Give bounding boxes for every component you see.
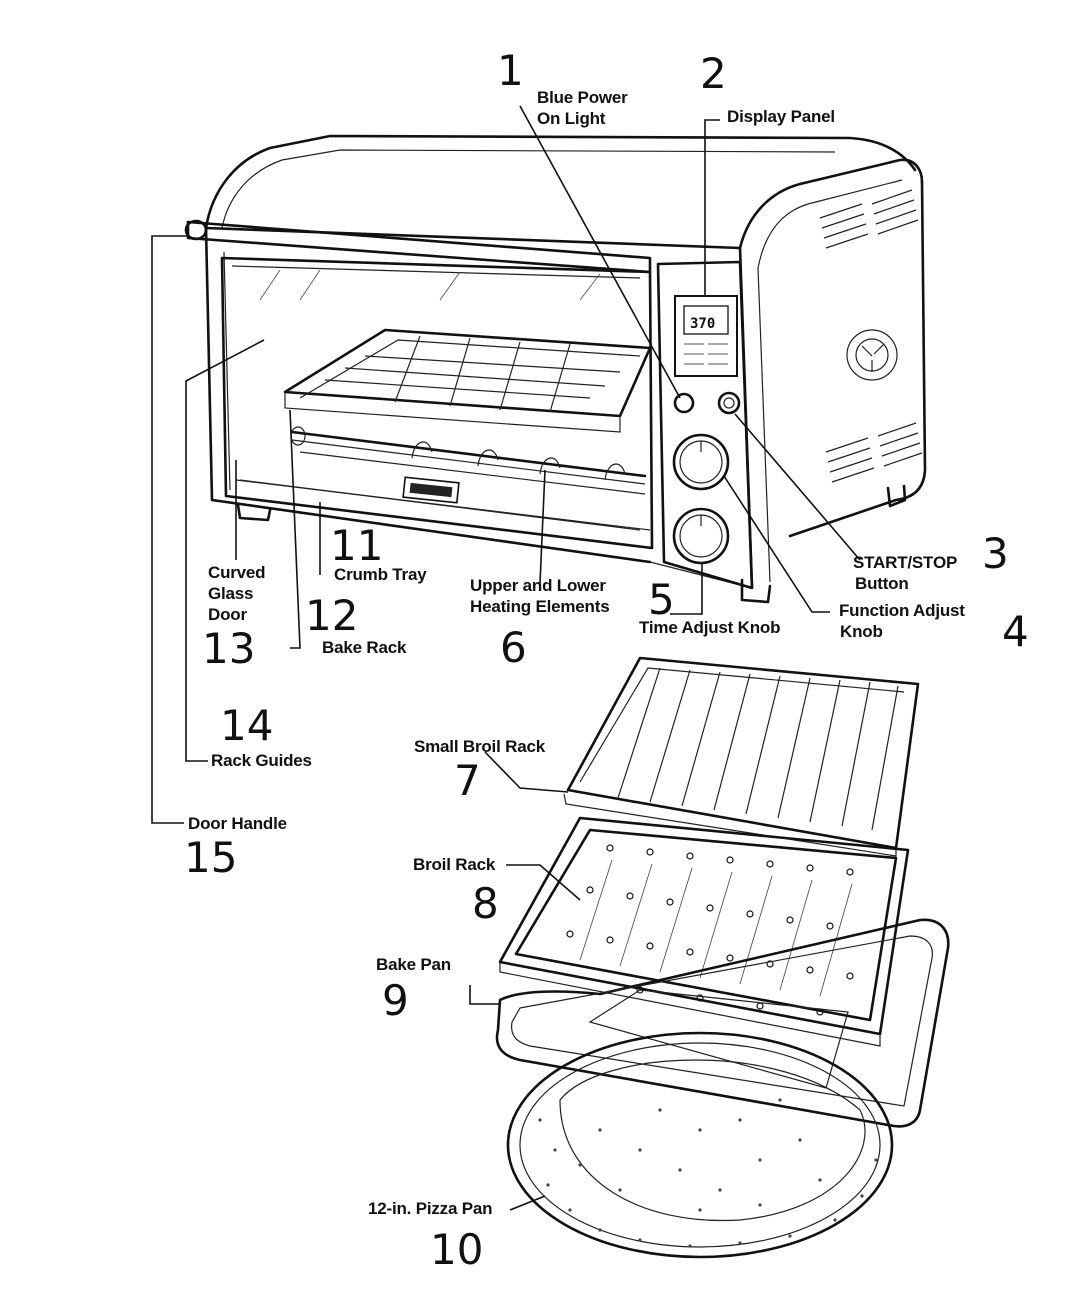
number-8: 8 (472, 879, 499, 928)
number-12: 12 (305, 591, 358, 640)
label-bake-rack: Bake Rack (322, 638, 407, 657)
label-start-stop-line1: START/STOP (853, 553, 957, 572)
part-numbers: 1 2 3 4 5 6 7 8 9 10 11 12 13 14 15 (184, 46, 1029, 1274)
small-broil-rack (563, 656, 920, 857)
number-10: 10 (430, 1225, 483, 1274)
number-7: 7 (454, 756, 481, 805)
function-adjust-knob[interactable] (672, 433, 730, 491)
heating-elements (290, 426, 647, 495)
blue-power-light (673, 392, 695, 414)
label-heating-line2: Heating Elements (470, 597, 609, 616)
start-stop-button[interactable] (717, 391, 741, 415)
label-rack-guides: Rack Guides (211, 751, 312, 770)
label-function-knob-line2: Knob (840, 622, 883, 641)
part-labels: Blue Power On Light Display Panel START/… (188, 88, 965, 1218)
number-11: 11 (330, 521, 383, 570)
number-2: 2 (700, 49, 727, 98)
label-start-stop-line2: Button (855, 574, 909, 593)
label-pizza-pan: 12-in. Pizza Pan (368, 1199, 492, 1218)
number-4: 4 (1002, 607, 1029, 656)
label-blue-power-line1: Blue Power (537, 88, 628, 107)
label-function-knob-line1: Function Adjust (839, 601, 965, 620)
display-readout: 370 (690, 316, 715, 332)
number-15: 15 (184, 833, 237, 882)
label-heating-line1: Upper and Lower (470, 576, 606, 595)
label-display-panel: Display Panel (727, 107, 835, 126)
label-glass-door-line2: Glass (208, 584, 253, 603)
label-broil-rack: Broil Rack (413, 855, 496, 874)
broil-rack (498, 816, 910, 1047)
control-panel: 370 (656, 260, 754, 590)
crumb-tray (235, 476, 651, 531)
label-glass-door-line1: Curved (208, 563, 265, 582)
label-small-broil-rack: Small Broil Rack (414, 737, 546, 756)
time-adjust-knob[interactable] (672, 507, 730, 565)
label-door-handle: Door Handle (188, 814, 287, 833)
number-1: 1 (497, 46, 524, 95)
number-9: 9 (382, 976, 409, 1025)
label-crumb-tray: Crumb Tray (334, 565, 427, 584)
number-3: 3 (982, 529, 1009, 578)
number-6: 6 (500, 623, 527, 672)
number-5: 5 (648, 575, 675, 624)
bake-rack-inside (283, 328, 652, 433)
number-14: 14 (220, 701, 273, 750)
label-time-knob: Time Adjust Knob (639, 618, 780, 637)
label-glass-door-line3: Door (208, 605, 247, 624)
label-bake-pan: Bake Pan (376, 955, 451, 974)
leader-lines (151, 105, 861, 1211)
bake-pan (495, 918, 950, 1128)
label-blue-power-line2: On Light (537, 109, 606, 128)
number-13: 13 (202, 624, 255, 673)
pizza-pan (506, 1031, 894, 1259)
